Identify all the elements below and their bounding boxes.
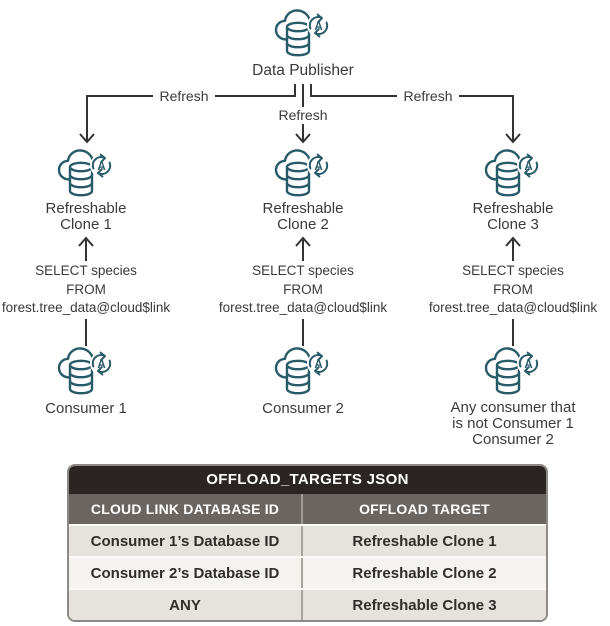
- clone-2-db-icon: [274, 149, 332, 197]
- column-header-database-id: CLOUD LINK DATABASE ID: [90, 501, 280, 517]
- consumer-3-db-icon: [484, 347, 542, 395]
- query-line-1: SELECT species: [462, 263, 564, 278]
- table-cell-database-id: ANY: [169, 596, 201, 614]
- consumer-3-label-line1: Any consumer that: [450, 399, 576, 416]
- query-line-3: forest.tree_data@cloud$link: [428, 300, 598, 315]
- query-line-2: FROM: [66, 281, 106, 297]
- query-text-consumer-1: SELECT species FROM forest.tree_data@clo…: [0, 261, 186, 319]
- query-line-1: SELECT species: [35, 263, 137, 278]
- clone-3-label-line1: Refreshable: [472, 200, 554, 217]
- table-row: ANY Refreshable Clone 3: [69, 588, 546, 620]
- table-row: Consumer 1’s Database ID Refreshable Clo…: [69, 524, 546, 556]
- refresh-label-center: Refresh: [272, 107, 334, 124]
- table-cell-database-id: Consumer 2’s Database ID: [90, 564, 280, 582]
- consumer-1-label: Consumer 1: [45, 400, 127, 417]
- consumer-2-label: Consumer 2: [262, 400, 344, 417]
- data-publisher-label: Data Publisher: [252, 62, 354, 79]
- data-publisher-icon: [274, 9, 332, 57]
- table-cell-offload-target: Refreshable Clone 1: [301, 526, 546, 556]
- clone-1-db-icon: [57, 149, 115, 197]
- offload-targets-table: OFFLOAD_TARGETS JSON CLOUD LINK DATABASE…: [67, 464, 548, 622]
- query-line-3: forest.tree_data@cloud$link: [1, 300, 171, 315]
- clone-3-label-line2: Clone 3: [487, 216, 539, 233]
- query-text-consumer-2: SELECT species FROM forest.tree_data@clo…: [203, 261, 403, 319]
- table-cell-database-id: Consumer 1’s Database ID: [90, 532, 280, 550]
- query-text-consumer-3: SELECT species FROM forest.tree_data@clo…: [413, 261, 610, 319]
- refresh-label-right: Refresh: [397, 88, 459, 105]
- consumer-2-db-icon: [274, 347, 332, 395]
- clone-1-label: Refreshable Clone 1: [16, 201, 156, 233]
- clone-2-label-line1: Refreshable: [262, 200, 344, 217]
- clone-3-label: Refreshable Clone 3: [443, 201, 583, 233]
- consumer-3-label-line2: is not Consumer 1: [452, 415, 574, 432]
- clone-1-label-line1: Refreshable: [45, 200, 127, 217]
- table-header-row: CLOUD LINK DATABASE ID OFFLOAD TARGET: [69, 494, 546, 524]
- query-line-1: SELECT species: [252, 263, 354, 278]
- table-cell-offload-target: Refreshable Clone 3: [301, 590, 546, 620]
- query-line-2: FROM: [283, 281, 323, 297]
- refresh-label-left: Refresh: [153, 88, 215, 105]
- table-title: OFFLOAD_TARGETS JSON: [69, 466, 546, 494]
- table-row: Consumer 2’s Database ID Refreshable Clo…: [69, 556, 546, 588]
- clone-1-label-line2: Clone 1: [60, 216, 112, 233]
- clone-2-label-line2: Clone 2: [277, 216, 329, 233]
- column-header-offload-target: OFFLOAD TARGET: [301, 494, 546, 524]
- consumer-3-label-line3: Consumer 2: [472, 431, 554, 448]
- clone-3-db-icon: [484, 149, 542, 197]
- query-line-2: FROM: [493, 281, 533, 297]
- query-line-3: forest.tree_data@cloud$link: [218, 300, 388, 315]
- consumer-3-label: Any consumer that is not Consumer 1 Cons…: [418, 400, 608, 448]
- consumer-1-db-icon: [57, 347, 115, 395]
- table-cell-offload-target: Refreshable Clone 2: [301, 558, 546, 588]
- clone-2-label: Refreshable Clone 2: [233, 201, 373, 233]
